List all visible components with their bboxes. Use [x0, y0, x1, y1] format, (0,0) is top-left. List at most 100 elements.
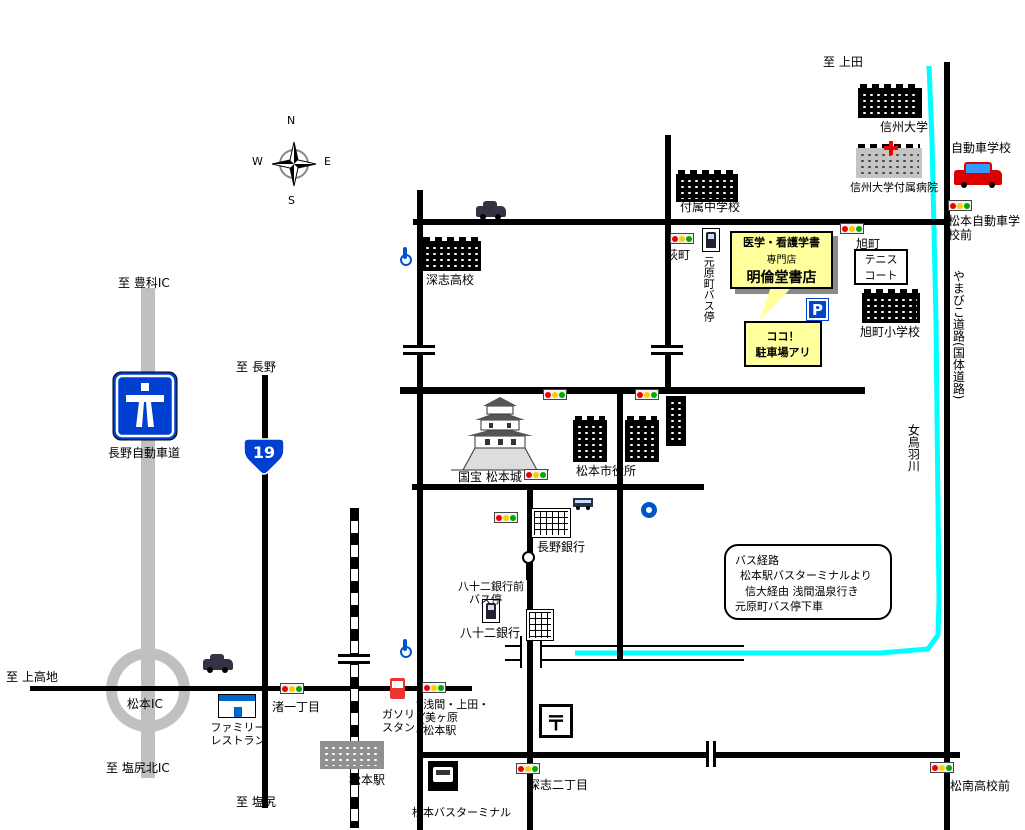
compass-n-label: N	[287, 114, 296, 127]
tennis-court-box: テニス コート	[854, 249, 908, 285]
to-nagano-label: 至 長野	[236, 360, 276, 374]
road	[665, 135, 671, 393]
family-restaurant-label: ファミリー レストラン	[210, 721, 266, 748]
bus-terminal-label: 松本バスターミナル	[412, 806, 511, 819]
fukashi-high-label: 深志高校	[426, 273, 475, 287]
road	[417, 190, 423, 830]
university-hospital-label: 信州大学付属病院	[850, 181, 938, 194]
hachijuni-bank-building-icon	[526, 609, 554, 641]
bus-side-icon	[573, 498, 593, 510]
driving-school-mae-label: 松本自動車学校前	[948, 214, 1021, 243]
car-icon	[203, 654, 233, 673]
nagisa-1chome-label: 渚一丁目	[272, 700, 321, 714]
matsumoto-castle-icon	[451, 397, 549, 471]
parking-sign-icon: P	[806, 298, 829, 321]
store-line1: 医学・看護学書	[743, 235, 820, 249]
to-ueda-label: 至 上田	[823, 55, 863, 69]
matsumoto-station-label: 松本駅	[349, 773, 386, 787]
store-line2: 専門店	[766, 254, 797, 266]
fuzoku-junior-high-building-icon	[676, 170, 738, 202]
bus-terminal-icon	[428, 761, 458, 791]
traffic-light-icon	[494, 512, 518, 523]
roundabout-symbol-icon	[641, 502, 657, 518]
shinshu-university-label: 信州大学	[880, 120, 929, 134]
matsumoto-station-building-icon	[320, 741, 384, 769]
railway-line	[350, 508, 359, 828]
shonan-high-mae-label: 松南高校前	[950, 779, 1011, 793]
street-direction-note: ↑浅間・上田・ 美ヶ原 ↓松本駅	[414, 698, 490, 738]
railway-crossing-mark	[338, 654, 370, 664]
bus-route-note: バス経路 松本駅バスターミナルより 信大経由 浅間温泉行き 元原町バス停下車	[724, 544, 892, 620]
traffic-light-icon	[930, 762, 954, 773]
bus-route-line2: 松本駅バスターミナルより	[740, 569, 872, 583]
store-name: 明倫堂書店	[746, 269, 817, 286]
traffic-light-icon	[422, 682, 446, 693]
road	[420, 752, 960, 758]
nagano-bank-label: 長野銀行	[537, 540, 586, 554]
traffic-light-icon	[543, 389, 567, 400]
road	[262, 375, 268, 808]
car-icon	[476, 201, 506, 220]
shinshu-university-building-icon	[858, 84, 922, 118]
traffic-light-icon	[516, 763, 540, 774]
driving-school-label: 自動車学校	[951, 141, 1012, 155]
nagano-bank-building-icon	[531, 508, 571, 538]
compass-rose-icon	[271, 141, 317, 187]
road	[412, 484, 704, 490]
compass-s-label: S	[288, 194, 295, 207]
railway-crossing-mark	[706, 741, 716, 767]
asahimachi-elementary-building-icon	[862, 289, 920, 323]
bus-route-line1: バス経路	[735, 554, 779, 567]
city-hall-building-icon	[625, 416, 659, 462]
road	[30, 686, 472, 691]
bus-stop-pole-icon	[522, 551, 535, 580]
bridge-mark	[403, 345, 435, 355]
road	[413, 219, 950, 225]
hospital-red-cross-icon	[884, 141, 898, 155]
hachijuni-bank-label: 八十二銀行	[460, 626, 521, 640]
moped-icon	[399, 247, 412, 266]
to-shiojiri-label: 至 塩尻	[236, 795, 276, 809]
compass-w-label: W	[252, 155, 263, 168]
moped-icon	[399, 639, 412, 658]
family-restaurant-icon	[218, 694, 256, 718]
matsumoto-castle-label: 国宝 松本城	[458, 470, 522, 484]
asahimachi-elementary-label: 旭町小学校	[860, 325, 921, 339]
fuzoku-junior-high-label: 付属中学校	[680, 200, 741, 214]
driving-school-car-icon	[954, 162, 1002, 188]
route-19-shield-icon: 19	[243, 438, 285, 475]
metoba-river-label: 女鳥羽川	[906, 424, 921, 472]
road	[527, 484, 533, 830]
gas-station-label: ガソリン スタンド	[382, 708, 426, 735]
hagimachi-label: 萩町	[666, 248, 691, 262]
bus-stop-icon	[702, 228, 720, 252]
fukashi-high-building-icon	[421, 237, 481, 271]
bridge-mark	[651, 345, 683, 355]
traffic-light-icon	[670, 233, 694, 244]
meirindo-store-callout: 医学・看護学書 専門店 明倫堂書店	[730, 231, 833, 289]
traffic-light-icon	[280, 683, 304, 694]
traffic-light-icon	[635, 389, 659, 400]
post-office-icon: 〒	[539, 704, 573, 738]
road	[617, 387, 623, 659]
expressway-name-label: 長野自動車道	[108, 446, 181, 460]
road	[400, 387, 865, 394]
hachijuni-mae-bus-stop-label: 八十二銀行前 バス停	[458, 580, 524, 607]
building-icon	[666, 396, 686, 446]
route-19-number: 19	[253, 443, 275, 462]
matsumoto-ic-label: 松本IC	[127, 697, 163, 711]
road	[944, 62, 950, 830]
asahimachi-label: 旭町	[856, 237, 881, 251]
to-shiojiri-kita-ic-label: 至 塩尻北IC	[106, 761, 170, 775]
fukashi-2chome-label: 深志二丁目	[528, 778, 589, 792]
bus-route-line4: 元原町バス停下車	[735, 600, 823, 614]
compass-e-label: E	[324, 155, 331, 168]
traffic-light-icon	[948, 200, 972, 211]
bus-icon	[482, 599, 500, 623]
traffic-light-icon	[840, 223, 864, 234]
gas-station-icon	[390, 678, 405, 699]
expressway-sign-icon	[112, 371, 178, 441]
yamabiko-road-label: やまびこ道路(国体道路)	[951, 270, 966, 400]
